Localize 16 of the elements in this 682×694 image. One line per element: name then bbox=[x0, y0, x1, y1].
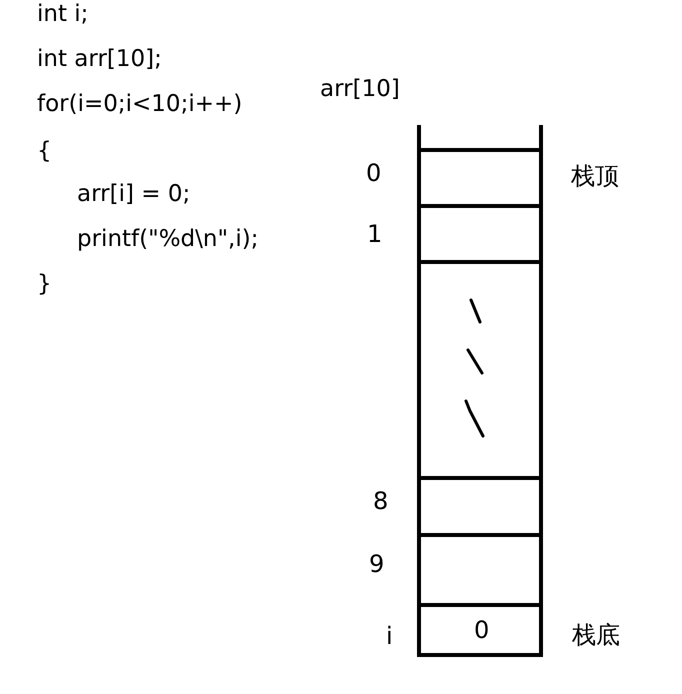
stack-top-label: 栈顶 bbox=[571, 163, 619, 191]
code-line: } bbox=[37, 271, 52, 298]
code-line: arr[i] = 0; bbox=[77, 181, 190, 208]
cell-value: 0 bbox=[474, 617, 490, 645]
code-line: int arr[10]; bbox=[37, 46, 162, 72]
stack-bottom-label: 栈底 bbox=[572, 622, 620, 650]
index-label: 8 bbox=[373, 488, 388, 516]
index-label: 1 bbox=[367, 221, 382, 249]
code-line: { bbox=[37, 138, 52, 164]
index-label: i bbox=[386, 623, 393, 651]
code-line: for(i=0;i<10;i++) bbox=[37, 91, 242, 118]
code-line: int i; bbox=[37, 1, 88, 28]
array-label: arr[10] bbox=[320, 76, 400, 102]
index-label: 0 bbox=[366, 160, 382, 188]
index-label: 9 bbox=[369, 551, 384, 579]
code-line: printf("%d\n",i); bbox=[77, 226, 258, 252]
